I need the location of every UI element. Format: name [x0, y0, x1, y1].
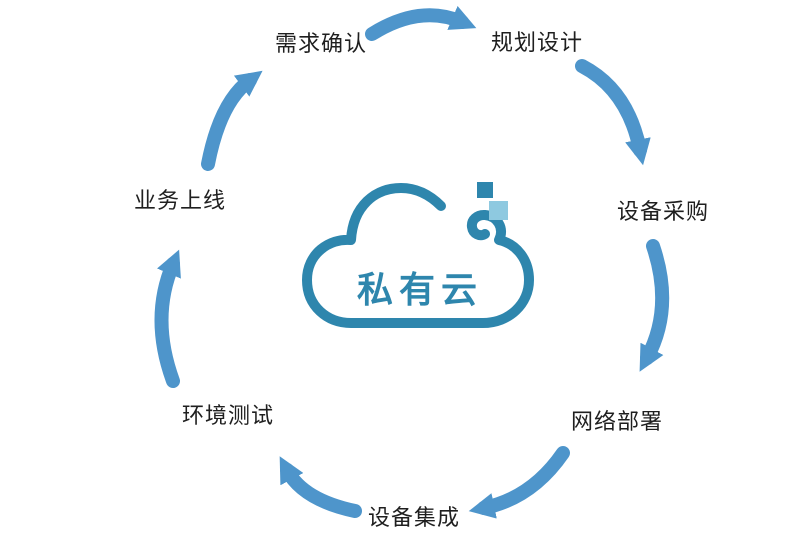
pixel-square-light-icon: [489, 201, 508, 220]
step-network-deployment: 网络部署: [570, 409, 664, 434]
step-environment-testing: 环境测试: [181, 403, 275, 428]
step-business-launch: 业务上线: [133, 188, 227, 213]
step-equipment-procurement: 设备采购: [616, 199, 710, 224]
arrow-network-to-integration: [468, 446, 570, 519]
arrow-demand-to-planning: [365, 5, 477, 41]
arrow-procurement-to-network: [639, 239, 670, 372]
step-planning-design: 规划设计: [490, 30, 584, 55]
arrow-testing-to-launch: [154, 249, 181, 388]
cloud-title: 私有云: [356, 269, 484, 310]
step-equipment-integration: 设备集成: [367, 505, 461, 530]
cloud-icon: [302, 182, 534, 328]
step-demand-confirmation: 需求确认: [274, 31, 368, 56]
arrow-integration-to-testing: [279, 456, 362, 518]
arrow-launch-to-demand: [201, 70, 263, 171]
arrow-planning-to-procurement: [575, 59, 651, 166]
cloud-outline-path: [302, 183, 534, 328]
pixel-square-dark-icon: [477, 182, 493, 198]
